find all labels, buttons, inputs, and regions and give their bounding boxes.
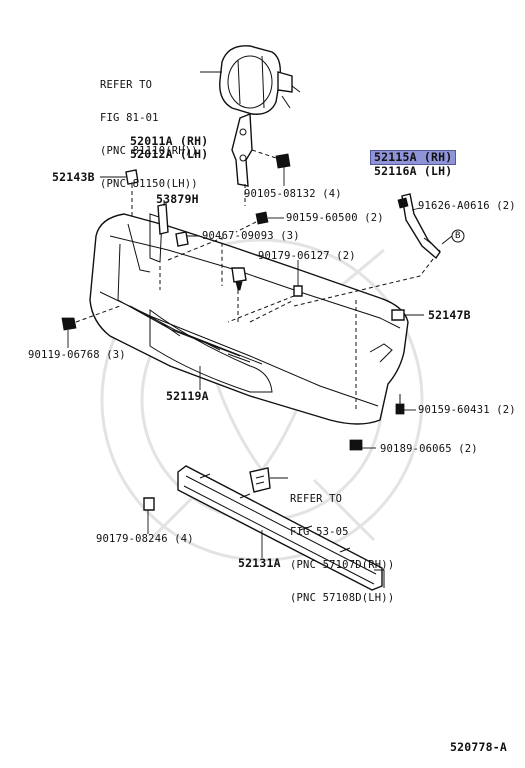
refer-mid-line-3: (PNC 57107D(RH)) xyxy=(290,559,395,571)
bracket-57107D xyxy=(249,467,288,493)
label-90159-60500: 90159-60500 (2) xyxy=(286,212,384,224)
bumper-stay-52115A xyxy=(397,193,465,260)
refer-top-line-3: (PNC 81110(RH)) xyxy=(100,145,198,157)
nut-90179-08246 xyxy=(143,497,155,534)
label-52131A: 52131A xyxy=(238,556,281,570)
label-90105-08132: 90105-08132 (4) xyxy=(244,188,342,200)
label-52012A: 52012A (LH) xyxy=(130,147,209,161)
bolt-90105 xyxy=(275,153,291,186)
label-90119-06768: 90119-06768 (3) xyxy=(28,349,126,361)
figure-code: 520778-A xyxy=(450,740,507,754)
refer-top-line-2: FIG 81-01 xyxy=(100,112,159,124)
bumper-cover-52119A xyxy=(89,213,409,425)
label-52116A: 52116A (LH) xyxy=(374,164,453,178)
label-90467-09093: 90467-09093 (3) xyxy=(202,230,300,242)
bolt-90189 xyxy=(349,439,376,451)
clip-90159-60500 xyxy=(235,211,284,233)
refer-text-mid: REFER TO FIG 53-05 (PNC 57107D(RH)) (PNC… xyxy=(290,472,394,615)
bolt-90159-60431 xyxy=(395,394,416,415)
label-90189-06065: 90189-06065 (2) xyxy=(380,443,478,455)
dashed-leaders xyxy=(159,237,441,410)
bracket-53879H xyxy=(157,200,189,247)
refer-top-line-1: REFER TO xyxy=(100,79,153,91)
label-52147B: 52147B xyxy=(428,308,471,322)
label-91626-A0616: 91626-A0616 (2) xyxy=(418,200,516,212)
retainer-52147B xyxy=(391,309,424,321)
circle-b-marker: B xyxy=(455,231,461,241)
label-53879H: 53879H xyxy=(156,192,199,206)
label-52143B: 52143B xyxy=(52,170,95,184)
clip-90119 xyxy=(61,305,121,348)
refer-text-top: REFER TO FIG 81-01 (PNC 81110(RH)) (PNC … xyxy=(100,58,198,201)
reinforcement-52131A xyxy=(177,465,385,591)
clip-90467-body xyxy=(231,267,247,322)
refer-top-line-4: (PNC 81150(LH)) xyxy=(100,178,198,190)
nut-90179-06127 xyxy=(227,260,303,323)
fog-lamp-assembly xyxy=(200,45,301,115)
label-90179-08246: 90179-08246 (4) xyxy=(96,533,194,545)
refer-mid-line-2: FIG 53-05 xyxy=(290,526,349,538)
label-52115A-highlighted: 52115A (RH) xyxy=(370,150,457,165)
refer-mid-line-1: REFER TO xyxy=(290,493,343,505)
label-90179-06127: 90179-06127 (2) xyxy=(258,250,356,262)
refer-mid-line-4: (PNC 57108D(LH)) xyxy=(290,592,395,604)
label-52011A: 52011A (RH) xyxy=(130,134,209,148)
bumper-arm-52011A xyxy=(231,112,283,206)
label-52119A: 52119A xyxy=(166,389,209,403)
label-90159-60431: 90159-60431 (2) xyxy=(418,404,516,416)
